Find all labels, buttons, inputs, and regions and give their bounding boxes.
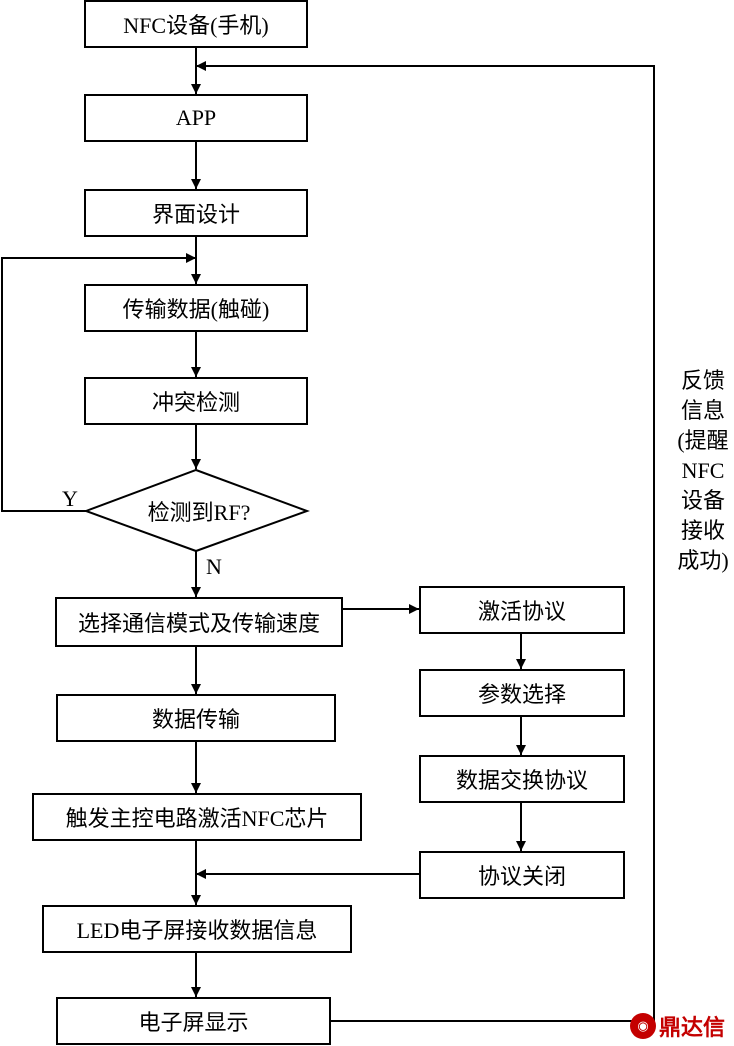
feedback-line: (提醒 <box>677 428 729 453</box>
brand-logo-icon: ◉ <box>630 1013 656 1039</box>
feedback-line: 成功) <box>677 548 729 573</box>
feedback-line: 接收 <box>680 518 725 543</box>
node-data-transfer: 数据传输 <box>56 694 336 742</box>
node-transmit-touch-label: 传输数据(触碰) <box>122 297 270 322</box>
feedback-label: 反馈 信息 (提醒 NFC 设备 接收 成功) <box>672 366 734 576</box>
watermark-logo: ◉ 鼎达信 <box>630 1010 725 1042</box>
node-transmit-touch: 传输数据(触碰) <box>84 284 308 332</box>
node-data-exchange-label: 数据交换协议 <box>455 768 588 793</box>
node-led-receive-label: LED电子屏接收数据信息 <box>76 918 318 943</box>
node-activate-protocol-label: 激活协议 <box>477 599 566 624</box>
feedback-line: NFC <box>681 458 725 483</box>
node-select-mode-label: 选择通信模式及传输速度 <box>77 611 320 636</box>
decision-label: 检测到RF? <box>147 500 251 525</box>
arrow-feedback-loop <box>196 61 655 1022</box>
decision-diamond-shape <box>83 468 310 553</box>
node-data-exchange: 数据交换协议 <box>419 755 625 803</box>
node-data-transfer-label: 数据传输 <box>151 707 240 732</box>
decision-no-label: N <box>206 554 222 579</box>
node-app-label: APP <box>175 105 217 130</box>
node-param-select-label: 参数选择 <box>477 682 566 707</box>
decision-yes-label: Y <box>62 486 78 511</box>
node-protocol-close-label: 协议关闭 <box>477 864 566 889</box>
node-trigger-chip-label: 触发主控电路激活NFC芯片 <box>65 806 329 831</box>
node-activate-protocol: 激活协议 <box>419 586 625 634</box>
node-ui-design: 界面设计 <box>84 189 308 237</box>
watermark-brand: 鼎达信 <box>659 1016 726 1041</box>
node-app: APP <box>84 94 308 142</box>
node-trigger-chip: 触发主控电路激活NFC芯片 <box>32 793 362 841</box>
feedback-line: 信息 <box>680 398 725 423</box>
node-led-receive: LED电子屏接收数据信息 <box>42 905 352 953</box>
node-param-select: 参数选择 <box>419 669 625 717</box>
feedback-line: 设备 <box>680 488 725 513</box>
arrow-yes-loop <box>1 253 196 512</box>
node-display: 电子屏显示 <box>56 997 331 1045</box>
node-protocol-close: 协议关闭 <box>419 851 625 899</box>
node-nfc-device-label: NFC设备(手机) <box>123 13 269 38</box>
node-select-mode: 选择通信模式及传输速度 <box>55 597 343 647</box>
node-ui-design-label: 界面设计 <box>151 202 240 227</box>
feedback-line: 反馈 <box>680 368 725 393</box>
node-display-label: 电子屏显示 <box>138 1010 249 1035</box>
node-nfc-device: NFC设备(手机) <box>84 0 308 48</box>
node-collision-detect: 冲突检测 <box>84 377 308 425</box>
node-collision-detect-label: 冲突检测 <box>151 390 240 415</box>
